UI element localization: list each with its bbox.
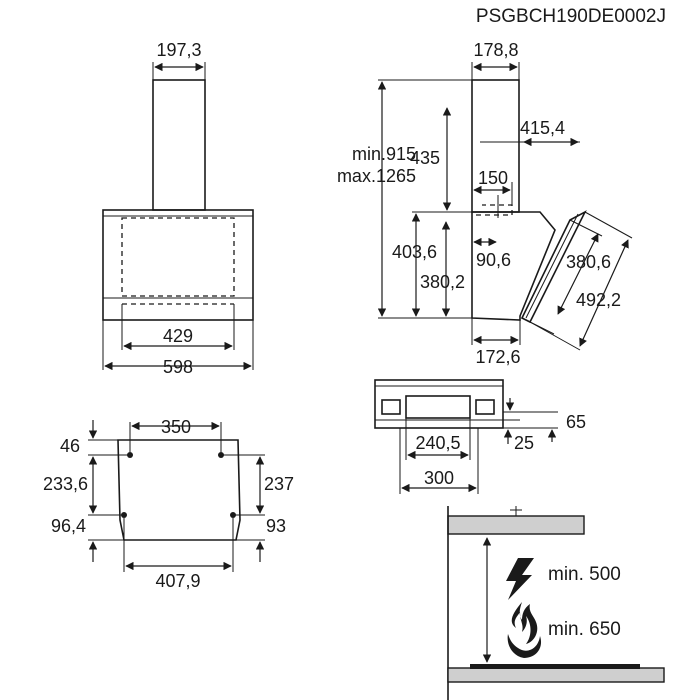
front-view: 197,3 429 598 bbox=[102, 40, 254, 377]
label-bottom-hole-spacing: 407,9 bbox=[155, 571, 200, 591]
hob bbox=[447, 667, 665, 683]
dim-side-glass-diagonal bbox=[579, 239, 629, 347]
top-view: 65 25 240,5 300 bbox=[374, 379, 586, 494]
label-gas-distance: min. 650 bbox=[548, 619, 621, 640]
label-front-total-width: 598 bbox=[163, 357, 193, 377]
label-top-outlet-width: 240,5 bbox=[415, 433, 460, 453]
side-view: 178,8 min.915 max.1265 435 415,4 150 403… bbox=[337, 40, 633, 367]
lightning-icon bbox=[506, 558, 534, 600]
hole-top-left bbox=[127, 452, 133, 458]
top-outline bbox=[374, 379, 504, 429]
label-top-offset: 46 bbox=[60, 436, 80, 456]
mounting-view: 350 46 233,6 96,4 237 93 407,9 bbox=[43, 417, 294, 591]
label-side-outlet-to-wall: 90,6 bbox=[476, 250, 511, 270]
label-top-depth: 65 bbox=[566, 412, 586, 432]
label-right-bottom: 93 bbox=[266, 516, 286, 536]
label-side-body-height: 403,6 bbox=[392, 242, 437, 262]
label-left-height: 233,6 bbox=[43, 474, 88, 494]
label-side-glass-depth: 415,4 bbox=[520, 118, 565, 138]
label-top-mount-width: 300 bbox=[424, 468, 454, 488]
label-side-bottom-depth: 172,6 bbox=[475, 347, 520, 367]
hole-bottom-right bbox=[230, 512, 236, 518]
label-top-hole-spacing: 350 bbox=[161, 417, 191, 437]
label-side-outlet-offset: 150 bbox=[478, 168, 508, 188]
installation-view: min. 500 min. 650 bbox=[447, 506, 665, 700]
label-outlet-depth: 25 bbox=[514, 433, 534, 453]
front-body bbox=[102, 209, 254, 321]
label-side-glass-diagonal: 492,2 bbox=[576, 290, 621, 310]
label-front-inner-width: 429 bbox=[163, 326, 193, 346]
top-right-slot bbox=[475, 399, 495, 415]
hob-top bbox=[470, 664, 640, 669]
label-left-bottom: 96,4 bbox=[51, 516, 86, 536]
label-front-chimney-width: 197,3 bbox=[156, 40, 201, 60]
hole-top-right bbox=[218, 452, 224, 458]
label-side-chimney-depth: 178,8 bbox=[473, 40, 518, 60]
label-side-total-height-max: max.1265 bbox=[337, 166, 416, 186]
hole-bottom-left bbox=[121, 512, 127, 518]
hood-bottom bbox=[447, 515, 585, 535]
top-left-slot bbox=[381, 399, 401, 415]
label-side-chimney-height: 435 bbox=[410, 148, 440, 168]
flame-icon bbox=[507, 602, 542, 658]
front-chimney bbox=[152, 79, 206, 211]
front-filter-outline bbox=[121, 217, 235, 297]
label-side-glass-height: 380,6 bbox=[566, 252, 611, 272]
label-electric-distance: min. 500 bbox=[548, 564, 621, 585]
label-side-body-height-inner: 380,2 bbox=[420, 272, 465, 292]
top-outlet bbox=[405, 395, 471, 419]
label-right-height: 237 bbox=[264, 474, 294, 494]
label-side-total-height-min: min.915 bbox=[352, 144, 416, 164]
model-code: PSGBCH190DE0002J bbox=[476, 6, 666, 27]
